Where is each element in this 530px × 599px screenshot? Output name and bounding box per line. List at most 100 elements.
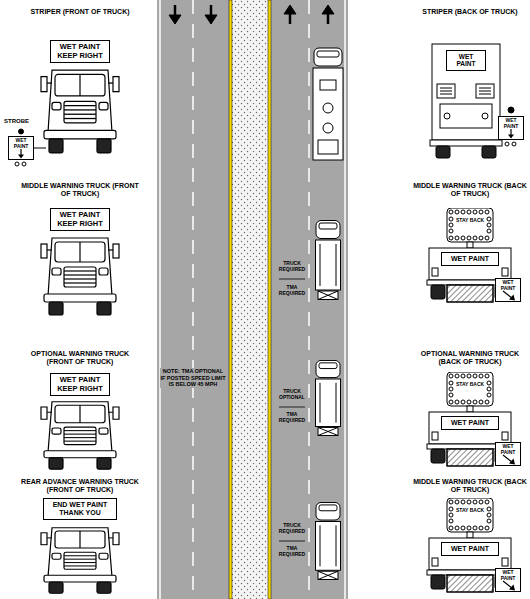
striper-back-view	[512, 142, 516, 146]
striper-back-view	[482, 113, 488, 119]
striper-top-view	[317, 51, 339, 57]
road-label: TRUCK REQUIRED	[276, 522, 308, 534]
truck-heading: STRIPER (BACK OF TRUCK)	[420, 8, 520, 16]
sign-arrow	[495, 568, 521, 592]
strobe-bracket	[22, 162, 26, 166]
lane-arrow	[322, 5, 334, 14]
small-sign: WET PAINT	[495, 442, 521, 466]
sign-arrow	[498, 116, 524, 140]
sign-text: WET PAINT	[9, 138, 33, 150]
strobe-label: STROBE	[4, 118, 40, 125]
roadway	[308, 0, 310, 599]
sign-text: STAY BACK	[455, 508, 485, 514]
sign-arrow	[495, 278, 521, 302]
strobe-bracket	[15, 162, 19, 166]
roadway	[192, 0, 194, 599]
label-divider	[279, 279, 305, 541]
striper-top-view	[313, 68, 343, 160]
sign-text: WET PAINT KEEP RIGHT	[53, 211, 107, 228]
striper-back-view	[432, 44, 500, 140]
striper-back-view	[440, 94, 452, 95]
truck-sign: END WET PAINT THANK YOU	[43, 498, 117, 520]
truck-heading: REAR ADVANCE WARNING TRUCK (FRONT OF TRU…	[8, 478, 152, 495]
sign-text: WET PAINT	[499, 118, 523, 130]
striper-back-view	[482, 146, 496, 158]
sign-arrow	[8, 136, 34, 160]
road-note: NOTE: TMA OPTIONAL IF POSTED SPEED LIMIT…	[160, 368, 226, 388]
striper-back-view	[479, 94, 491, 95]
truck-sign: WET PAINT KEEP RIGHT	[50, 40, 110, 63]
roadway	[159, 0, 161, 599]
sign-text: WET PAINT	[449, 53, 483, 68]
road-label: TRUCK REQUIRED	[276, 260, 308, 272]
truck-top-view	[316, 221, 341, 300]
striper-back-view	[440, 91, 452, 92]
striper-top-view	[318, 140, 338, 154]
truck-heading: STRIPER (FRONT OF TRUCK)	[30, 8, 130, 16]
small-sign: WET PAINT	[495, 278, 521, 302]
sign-text: WET PAINT	[496, 570, 520, 582]
truck-front-view	[41, 70, 119, 593]
road-label: TMA REQUIRED	[276, 545, 308, 557]
striper-top-view	[320, 80, 336, 90]
strobe-sign: WET PAINT	[8, 136, 34, 160]
striper-back-view	[476, 84, 494, 98]
strobe-bracket	[19, 129, 24, 134]
striper-back-view	[440, 88, 452, 89]
roadway	[268, 0, 271, 599]
striper-back-view	[440, 104, 492, 128]
lane-arrow	[169, 5, 334, 24]
sign-arrow	[495, 442, 521, 466]
sign-text: WET PAINT KEEP RIGHT	[53, 376, 107, 393]
truck-sign: WET PAINT	[441, 252, 499, 266]
strobe-sign: WET PAINT	[498, 116, 524, 140]
road-label: TRUCK OPTIONAL	[276, 388, 308, 400]
truck-front-view	[41, 238, 119, 315]
sign-text: WET PAINT	[444, 255, 496, 263]
roadway	[232, 0, 268, 599]
striper-top-view	[323, 103, 333, 113]
striper-top-view	[323, 123, 333, 133]
roadway	[157, 0, 348, 599]
truck-heading: MIDDLE WARNING TRUCK (BACK OF TRUCK)	[410, 478, 530, 495]
arrow-board: STAY BACK	[455, 217, 485, 233]
arrow-board: STAY BACK	[455, 507, 485, 523]
sign-text: WET PAINT	[496, 280, 520, 292]
striper-top-view	[314, 48, 342, 66]
striper-back-view	[430, 44, 516, 158]
label-divider	[279, 407, 305, 408]
truck-heading: MIDDLE WARNING TRUCK (FRONT OF TRUCK)	[20, 182, 140, 199]
roadway	[157, 0, 348, 599]
striper-back-view	[505, 142, 509, 146]
strobe-bracket	[34, 148, 46, 149]
striper-back-view	[430, 140, 502, 146]
truck-sign: WET PAINT	[441, 542, 499, 556]
striper-back-view	[508, 107, 514, 113]
roadway	[344, 0, 346, 599]
lane-arrow	[169, 15, 181, 24]
roadway	[229, 0, 232, 599]
sign-text: WET PAINT	[444, 419, 496, 427]
striper-back-view	[479, 88, 491, 89]
arrow-board: STAY BACK	[455, 381, 485, 397]
truck-sign: WET PAINT	[441, 416, 499, 430]
truck-front-view	[41, 528, 119, 593]
truck-heading: MIDDLE WARNING TRUCK (BACK OF TRUCK)	[410, 182, 530, 199]
sign-text: STAY BACK	[455, 218, 485, 224]
sign-text: WET PAINT KEEP RIGHT	[53, 43, 107, 60]
truck-heading: OPTIONAL WARNING TRUCK (BACK OF TRUCK)	[410, 350, 530, 367]
truck-back-view	[427, 208, 513, 592]
striper-back-view	[437, 84, 455, 98]
label-divider	[279, 541, 305, 542]
lane-arrow	[205, 15, 217, 24]
sign-text: WET PAINT	[444, 545, 496, 553]
striper-back-view	[436, 146, 450, 158]
truck-front-view	[41, 70, 119, 153]
road-label: TMA REQUIRED	[276, 411, 308, 423]
sign-text: STAY BACK	[455, 382, 485, 388]
road-label: TMA REQUIRED	[276, 284, 308, 296]
truck-heading: OPTIONAL WARNING TRUCK (FRONT OF TRUCK)	[20, 350, 140, 367]
sign-text: WET PAINT	[496, 444, 520, 456]
striper-back-view	[444, 113, 450, 119]
